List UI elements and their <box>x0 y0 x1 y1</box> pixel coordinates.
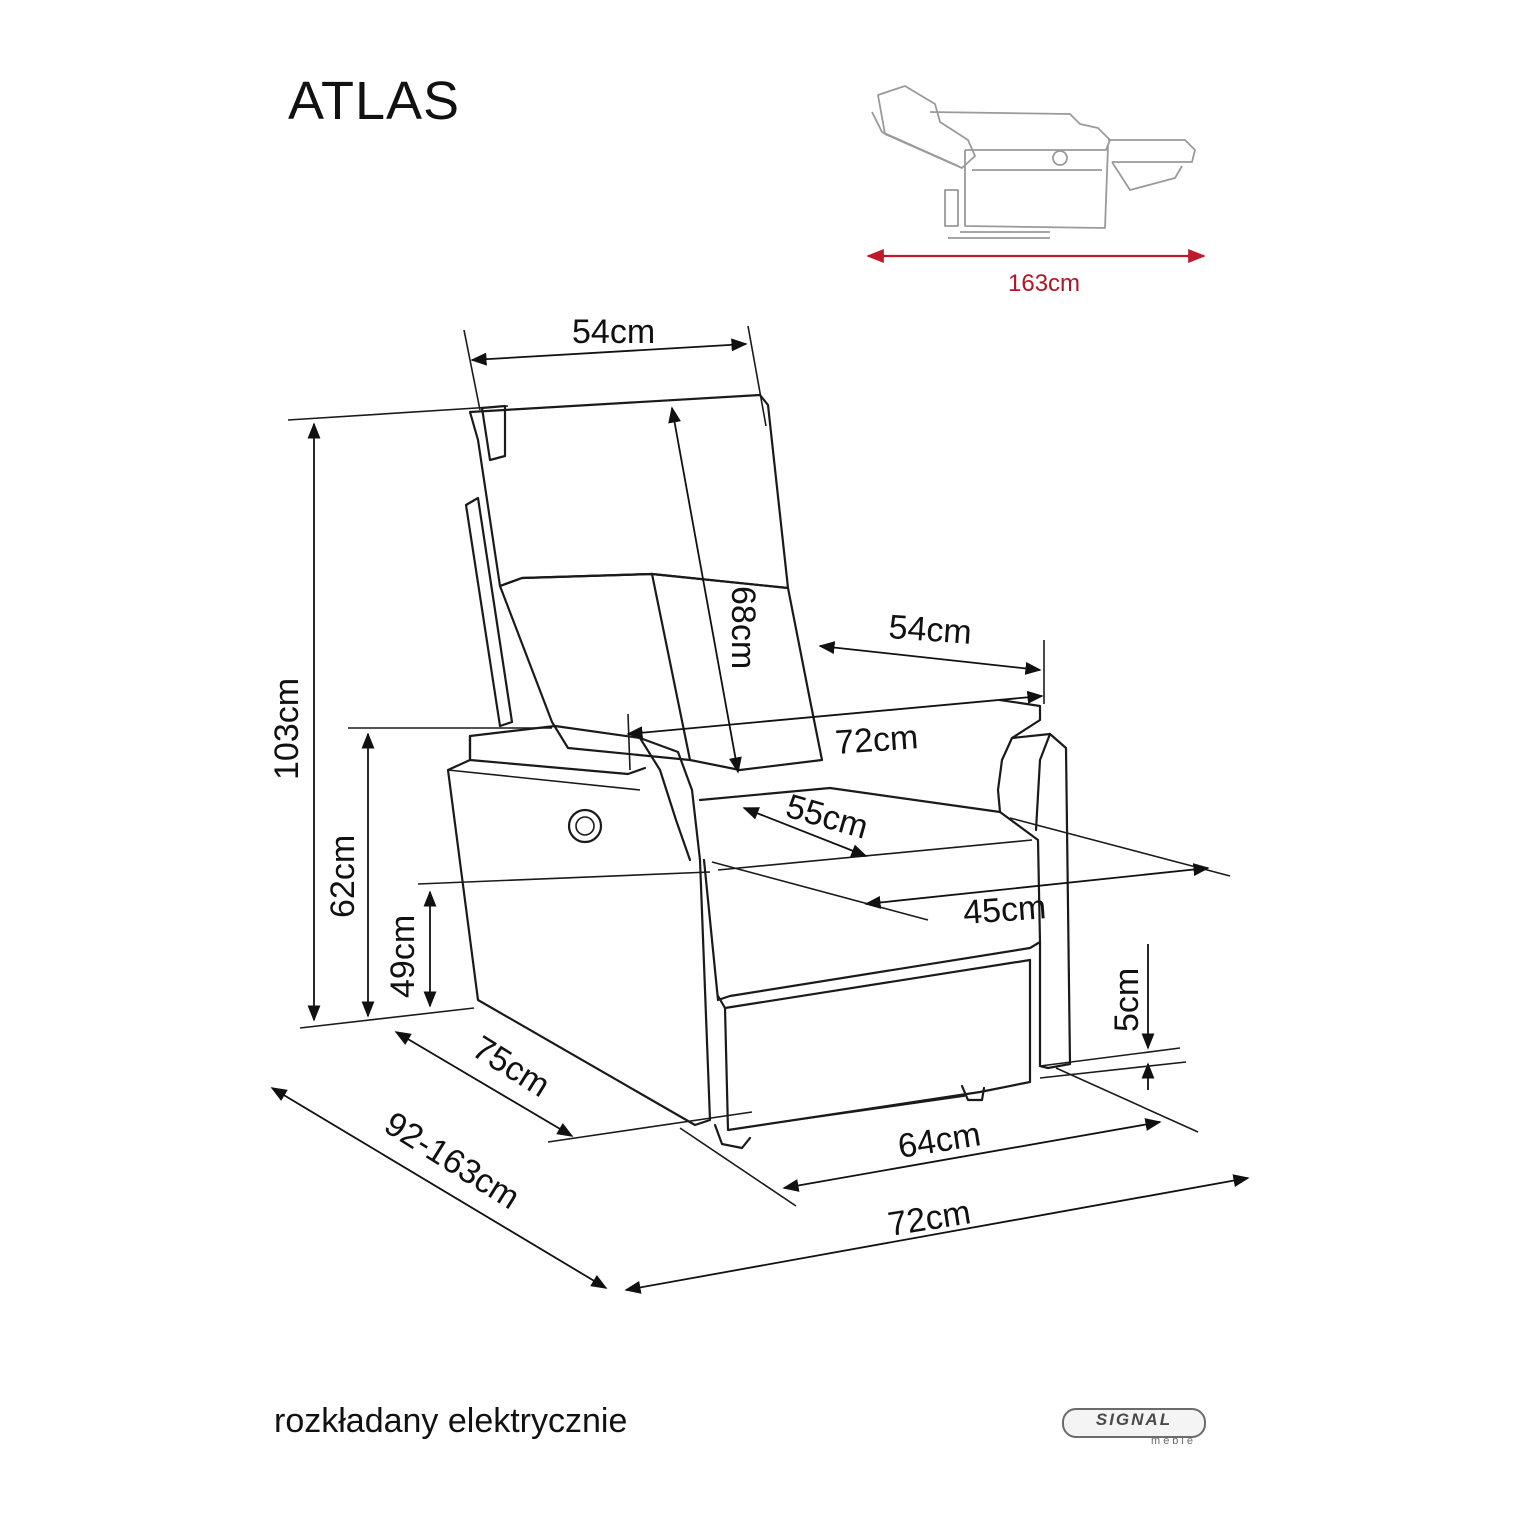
seat-width-label: 54cm <box>887 608 973 652</box>
seat-height-total-label: 62cm <box>324 835 362 918</box>
dimension-labels: 54cm 103cm 68cm 54cm 72cm 55cm 62cm 49cm… <box>268 313 1146 1244</box>
total-depth-label: 92-163cm <box>378 1105 526 1217</box>
leg-height-label: 5cm <box>1108 968 1146 1032</box>
reclined-chair-sketch: 163cm <box>866 85 1206 297</box>
seat-height-label: 49cm <box>384 915 422 998</box>
backrest-width-label: 54cm <box>572 313 655 351</box>
armchair-outline <box>446 393 1072 1150</box>
dimension-lines <box>270 325 1250 1294</box>
logo-sub: meble <box>1151 1435 1196 1447</box>
logo-name: SIGNAL <box>1095 1410 1173 1429</box>
seat-front-width-label: 45cm <box>962 888 1048 932</box>
base-width-label: 64cm <box>895 1115 983 1166</box>
side-depth-label: 75cm <box>466 1029 557 1105</box>
caption-text: rozkładany elektrycznie <box>274 1402 628 1440</box>
total-height-label: 103cm <box>268 678 306 780</box>
seat-depth-label: 55cm <box>782 787 872 846</box>
inner-width-label: 72cm <box>834 718 920 762</box>
backrest-height-label: 68cm <box>724 586 762 669</box>
reclined-length-label: 163cm <box>1008 270 1080 297</box>
product-title: ATLAS <box>288 71 461 131</box>
total-width-label: 72cm <box>885 1193 973 1244</box>
signal-logo: SIGNAL meble <box>1062 1408 1206 1448</box>
